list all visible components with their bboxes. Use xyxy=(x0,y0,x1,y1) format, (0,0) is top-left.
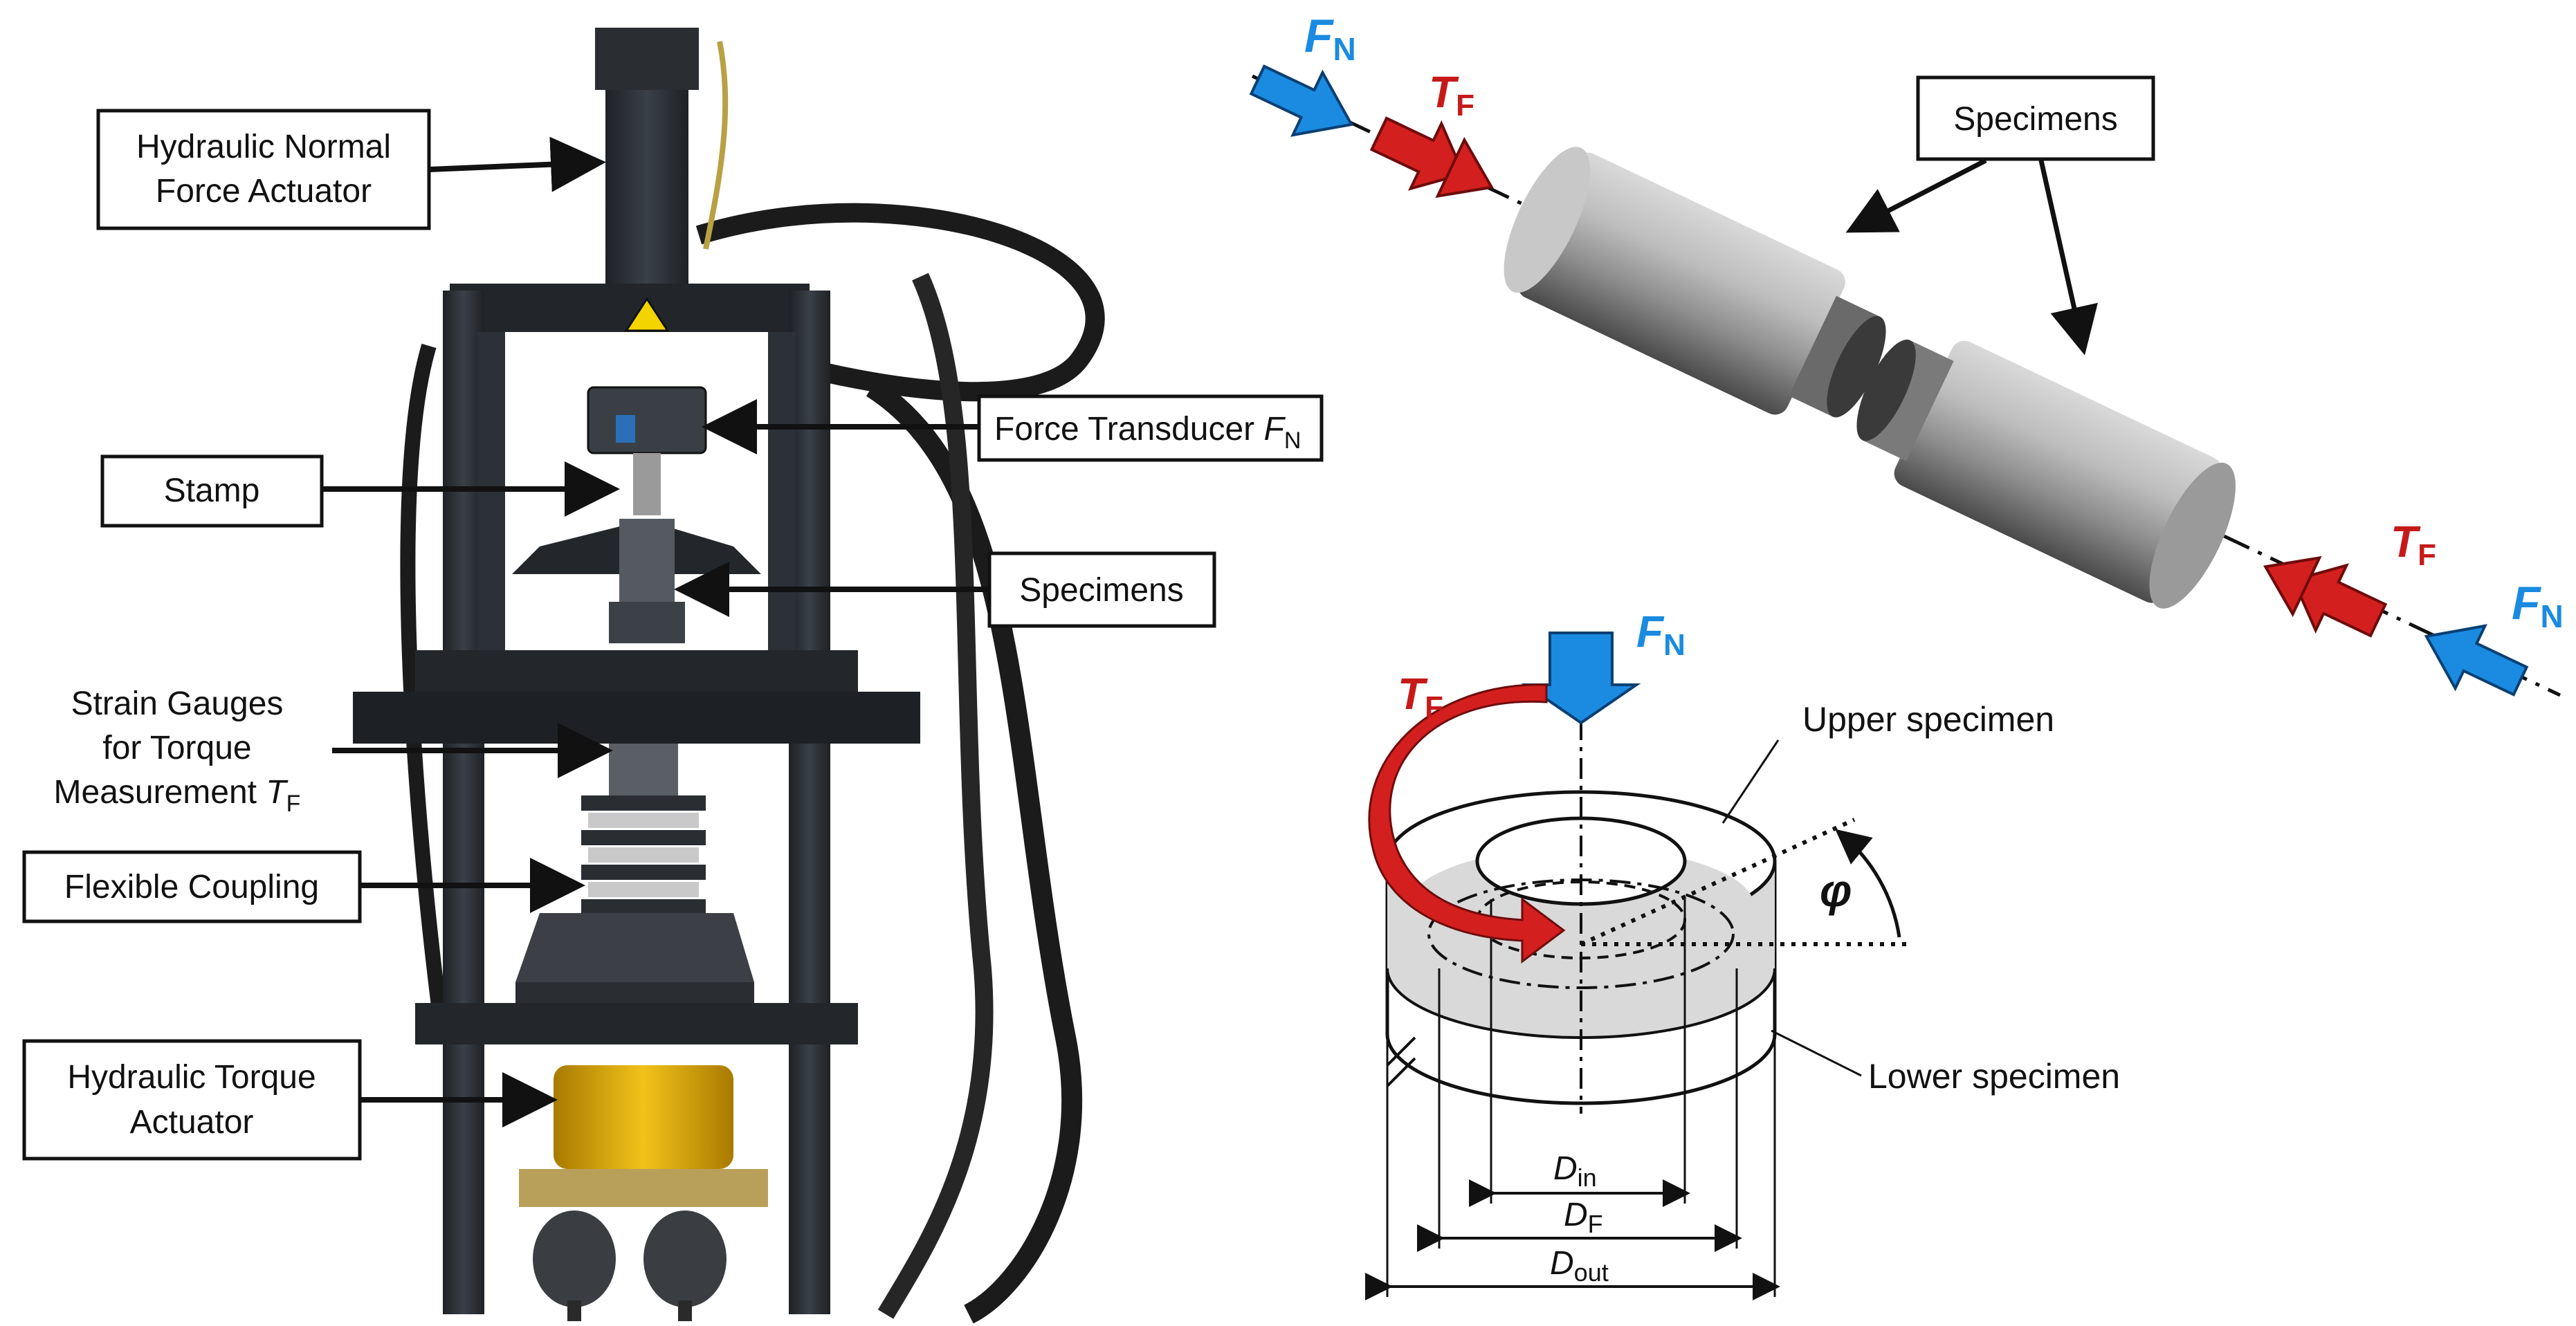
test-rig-photo xyxy=(353,28,1105,1324)
callout-strain-gauges-line2: for Torque xyxy=(102,730,251,766)
upper-specimen-cylinder xyxy=(1504,147,1886,418)
callout-arrows xyxy=(322,136,989,1127)
top-specimens-label: Specimens xyxy=(1953,101,2117,138)
bottom-normal-force-arrow xyxy=(2424,624,2529,697)
callout-specimens: Specimens xyxy=(987,551,1216,628)
bottom-torque-arrow xyxy=(2263,555,2388,638)
annulus-schematic xyxy=(1365,719,1910,1300)
torque-actuator-body xyxy=(554,1065,733,1169)
actuator-cap xyxy=(595,28,699,90)
schematic-torque-arrow xyxy=(1368,683,1566,964)
schematic-fn-symbol: FN xyxy=(1636,607,1686,662)
d-f-label: DF xyxy=(1564,1197,1603,1238)
lower-specimen-cylinder xyxy=(1856,339,2236,609)
callout-hydraulic-torque-line1: Hydraulic Torque xyxy=(67,1059,316,1096)
callout-stamp: Stamp xyxy=(100,454,324,528)
upper-specimen-label: Upper specimen xyxy=(1802,700,2054,739)
strain-gauges-symbol: T xyxy=(266,774,289,811)
callout-strain-gauges-line3: Measurement xyxy=(54,774,266,811)
flexible-coupling-stack xyxy=(581,795,706,930)
force-transducer-symbol: F xyxy=(1263,411,1286,448)
lower-specimen-label: Lower specimen xyxy=(1868,1057,2120,1096)
callout-specimens-label: Specimens xyxy=(1019,572,1183,609)
callout-hydraulic-normal: Hydraulic Normal Force Actuator xyxy=(96,109,431,230)
d-in-label: Din xyxy=(1553,1150,1597,1192)
top-fn-symbol: FN xyxy=(1304,10,1356,67)
callout-strain-gauges-line1: Strain Gauges xyxy=(71,685,284,722)
schematic-tf-symbol: TF xyxy=(1398,669,1443,724)
callout-hydraulic-normal-line1: Hydraulic Normal xyxy=(136,129,391,165)
force-transducer-subscript: N xyxy=(1284,427,1301,454)
callout-hydraulic-torque: Hydraulic Torque Actuator xyxy=(22,1039,362,1161)
callout-flexible-coupling: Flexible Coupling xyxy=(22,850,362,923)
callout-flexible-coupling-label: Flexible Coupling xyxy=(64,869,319,905)
top-tf-symbol: TF xyxy=(1429,67,1474,122)
callout-hydraulic-normal-line2: Force Actuator xyxy=(156,173,372,210)
top-normal-force-arrow xyxy=(1249,64,1354,137)
d-out-label: Dout xyxy=(1550,1245,1609,1287)
schematic-normal-force-arrow xyxy=(1521,632,1641,725)
force-transducer-label: Force Transducer xyxy=(994,411,1263,448)
top-torque-arrow xyxy=(1369,116,1494,199)
svg-text:Measurement TF: Measurement TF xyxy=(54,774,301,817)
right-tf-symbol: TF xyxy=(2391,517,2436,572)
callout-hydraulic-torque-line2: Actuator xyxy=(130,1104,254,1141)
callout-strain-gauges: Strain Gauges for Torque Measurement TF xyxy=(54,685,301,817)
specimen-axis-diagram: Specimens FN TF TF FN xyxy=(1249,10,2564,697)
right-fn-symbol: FN xyxy=(2512,577,2564,634)
phi-label: φ xyxy=(1820,865,1852,916)
svg-text:Force Transducer FN: Force Transducer FN xyxy=(994,411,1301,454)
normal-force-cylinder xyxy=(605,90,688,291)
strain-gauges-subscript: F xyxy=(286,791,301,817)
callout-stamp-label: Stamp xyxy=(164,472,260,509)
callout-force-transducer: Force Transducer FN xyxy=(977,394,1324,462)
warning-icon xyxy=(624,297,670,332)
